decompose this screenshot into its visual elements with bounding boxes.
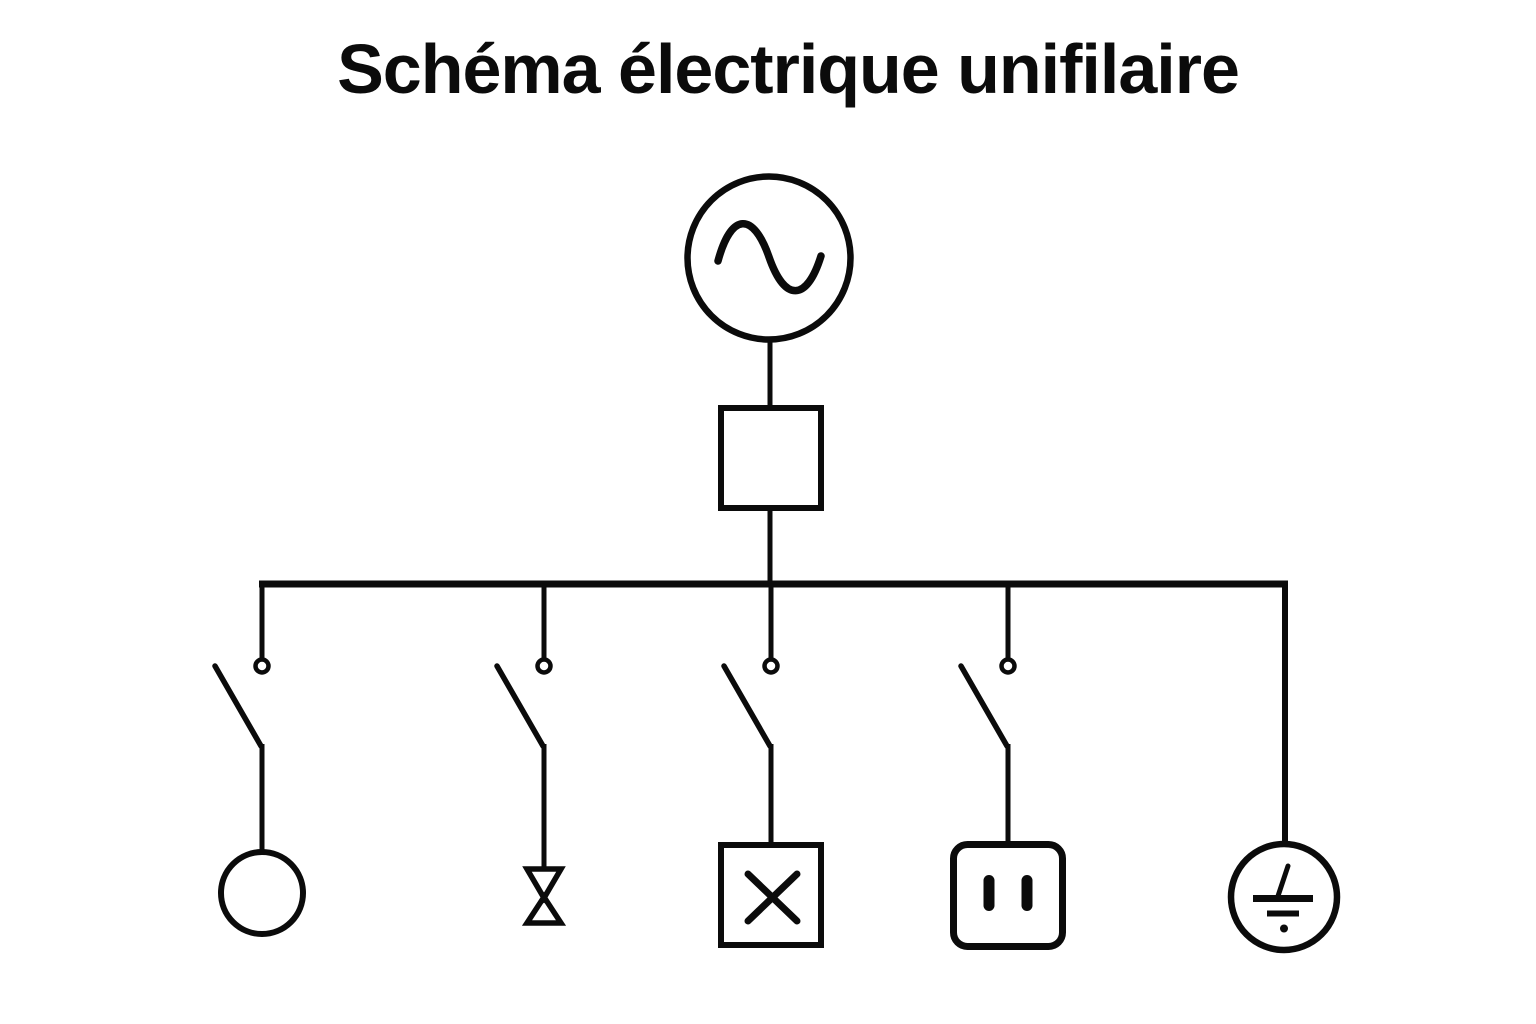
generic-load-icon (218, 849, 306, 937)
circuit-4 (950, 581, 1066, 950)
page-title: Schéma électrique unifilaire (337, 30, 1239, 108)
lighting-point-box (718, 842, 824, 948)
switch-pivot-icon (999, 657, 1017, 675)
lighting-point-x-icon (744, 870, 801, 925)
circuit-5 (1227, 581, 1341, 954)
switch-pivot-icon (253, 657, 271, 675)
switch-blade-icon (721, 663, 773, 749)
socket-slot-left-icon (983, 875, 995, 911)
switch-pivot-icon (535, 657, 553, 675)
meter-box (718, 405, 824, 511)
circuit-2 (494, 581, 567, 926)
circuit-3 (718, 581, 824, 948)
earth-dot-icon (1280, 924, 1288, 933)
switch-blade-icon (494, 663, 546, 749)
socket-outlet-box (950, 841, 1066, 950)
earth-lead-icon (1275, 863, 1291, 899)
socket-slot-right-icon (1021, 875, 1033, 911)
circuit-1 (212, 581, 306, 937)
ac-source-symbol (684, 173, 854, 343)
earth-circle (1227, 840, 1341, 954)
switch-pivot-icon (762, 657, 780, 675)
switch-blade-icon (212, 663, 264, 749)
sine-wave-icon (714, 220, 825, 295)
switch-blade-icon (958, 663, 1010, 749)
buzzer-hourglass-icon (521, 866, 567, 926)
